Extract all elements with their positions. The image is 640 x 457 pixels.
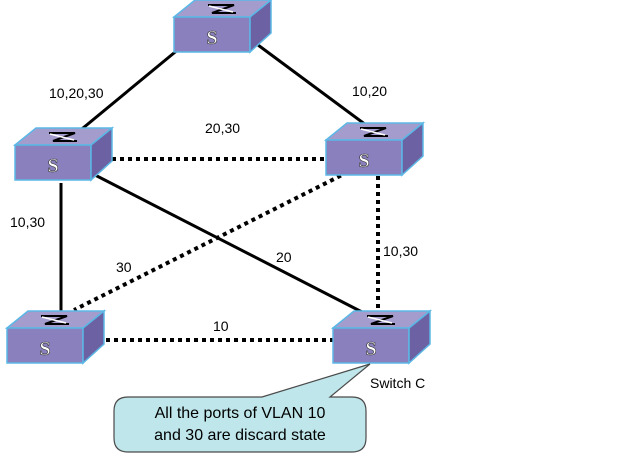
switch-glyph: S <box>39 338 50 360</box>
vlan-label-left-bottomright: 20 <box>276 249 292 265</box>
vlan-label-left-right: 20,30 <box>205 120 240 136</box>
switch-glyph: S <box>206 27 217 49</box>
switch-glyph: S <box>47 155 58 177</box>
vlan-label-top-left: 10,20,30 <box>49 85 104 101</box>
callout-bubble <box>113 363 371 453</box>
link-right-bottomleft <box>73 170 349 312</box>
network-switch-icon <box>325 122 424 176</box>
switch-top: S <box>173 0 272 53</box>
vlan-label-right-bottomright: 10,30 <box>383 243 418 259</box>
switch-glyph: S <box>358 150 369 172</box>
switch-left: S <box>14 127 113 181</box>
vlan-label-left-bottomleft: 10,30 <box>10 214 45 230</box>
vlan-label-bottom: 10 <box>213 318 229 334</box>
switch-c: S <box>332 310 431 364</box>
switch-bottom-left: S <box>6 310 105 364</box>
switch-glyph: S <box>365 338 376 360</box>
links-layer <box>59 43 380 342</box>
switch-right: S <box>325 122 424 176</box>
callout-line-1: All the ports of VLAN 10 <box>155 405 326 422</box>
link-top-left <box>76 46 181 135</box>
vlan-label-top-right: 10,20 <box>352 83 387 99</box>
network-switch-icon <box>332 310 431 364</box>
link-top-right <box>257 43 371 130</box>
network-switch-icon <box>6 310 105 364</box>
link-labels: 10,20,30 10,20 20,30 10,30 20 30 10,30 1… <box>10 83 418 334</box>
switch-c-label: Switch C <box>370 375 425 391</box>
callout-line-2: and 30 are discard state <box>154 427 326 444</box>
callout: All the ports of VLAN 10 and 30 are disc… <box>113 363 371 453</box>
vlan-label-right-bottomleft: 30 <box>116 259 132 275</box>
link-left-bottomright <box>94 173 363 314</box>
network-switch-icon <box>173 0 272 53</box>
network-switch-icon <box>14 127 113 181</box>
